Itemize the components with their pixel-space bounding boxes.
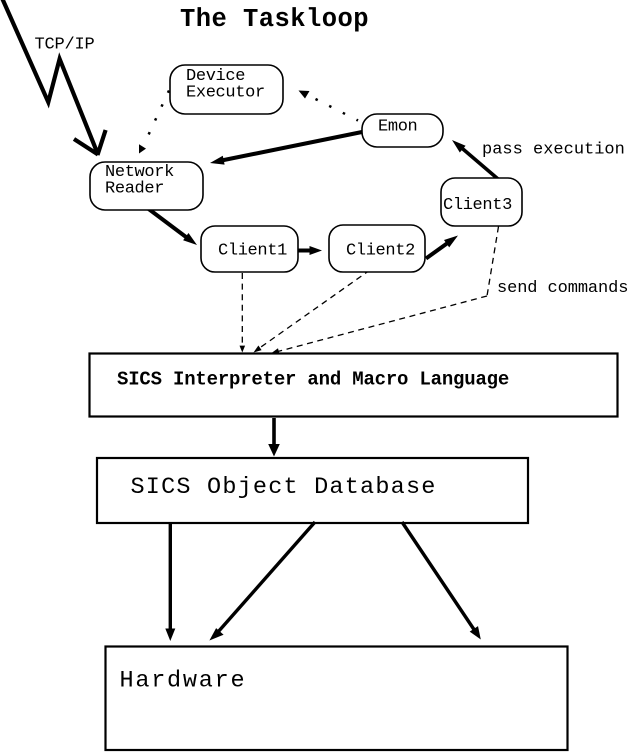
- svg-text:The Taskloop: The Taskloop: [180, 5, 369, 34]
- svg-text:Device: Device: [186, 67, 245, 86]
- svg-text:Hardware: Hardware: [120, 668, 247, 695]
- svg-text:Client1: Client1: [218, 242, 287, 261]
- svg-text:Reader: Reader: [105, 180, 164, 199]
- svg-text:SICS Object Database: SICS Object Database: [131, 474, 437, 501]
- svg-text:send commands: send commands: [497, 279, 628, 298]
- svg-text:Client2: Client2: [346, 242, 415, 261]
- svg-text:TCP/IP: TCP/IP: [35, 36, 95, 55]
- svg-text:Network: Network: [105, 163, 174, 182]
- svg-text:pass execution: pass execution: [482, 141, 625, 160]
- svg-text:Client3: Client3: [443, 196, 512, 215]
- svg-text:Executor: Executor: [186, 83, 265, 102]
- svg-text:SICS Interpreter and Macro Lan: SICS Interpreter and Macro Language: [117, 369, 509, 391]
- svg-text:Emon: Emon: [378, 118, 417, 137]
